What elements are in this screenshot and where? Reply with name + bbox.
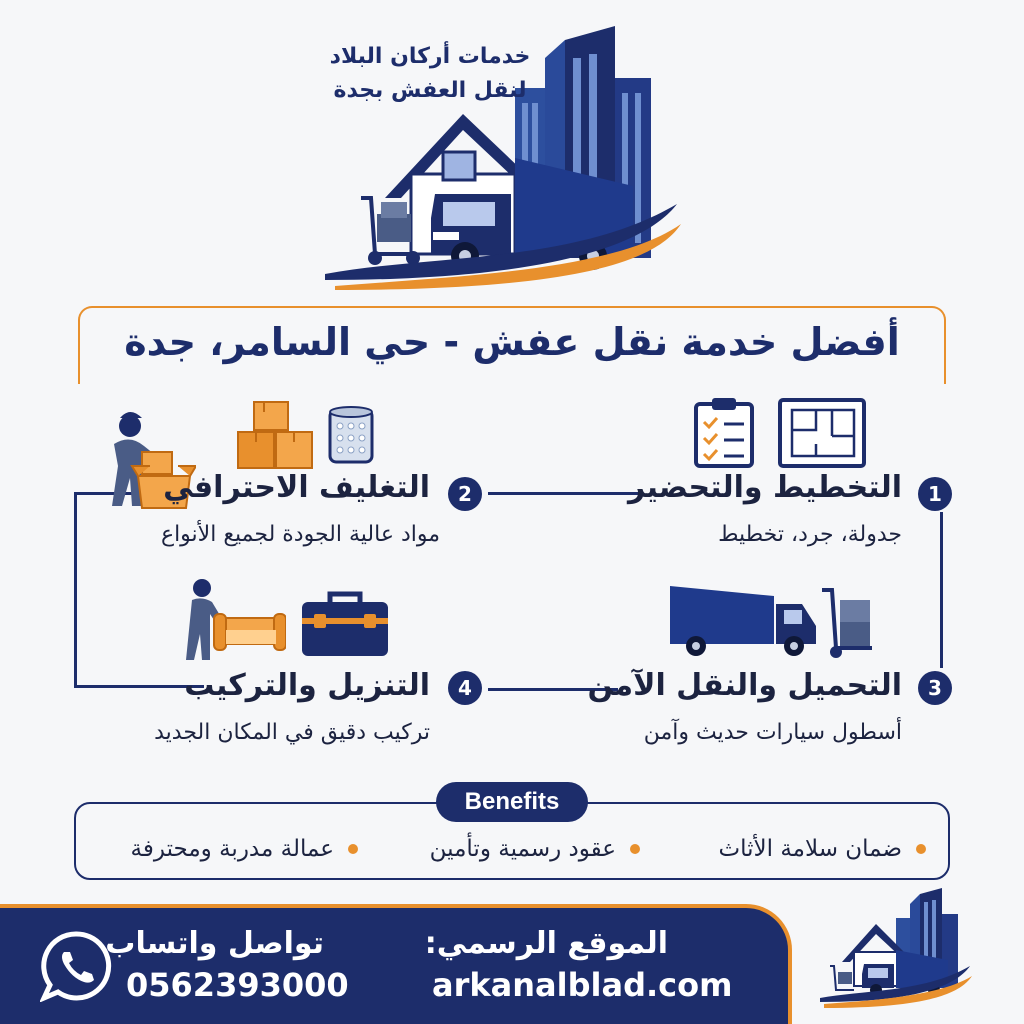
hand-truck-icon	[361, 196, 420, 265]
bullet-dot	[348, 844, 358, 854]
step-2-badge: 2	[448, 477, 482, 511]
hand-truck-icon	[822, 588, 872, 658]
benefit-item-1: ضمان سلامة الأثاث	[718, 836, 926, 862]
benefit-text-1: ضمان سلامة الأثاث	[718, 836, 902, 862]
bullet-dot	[630, 844, 640, 854]
whatsapp-icon[interactable]	[40, 930, 112, 1002]
whatsapp-label: تواصل واتساب	[105, 926, 324, 961]
headline-frame: أفضل خدمة نقل عفش - حي السامر، جدة	[78, 306, 946, 384]
step-2-subtitle: مواد عالية الجودة لجميع الأنواع	[160, 522, 440, 547]
whatsapp-phone[interactable]: 0562393000	[126, 966, 349, 1004]
clipboard-icon	[694, 398, 754, 468]
website-label: الموقع الرسمي:	[424, 926, 668, 961]
boxes-icon	[237, 401, 313, 469]
step-1-title: التخطيط والتحضير	[628, 470, 902, 505]
brand-line-2: لنقل العفش بجدة	[333, 78, 527, 103]
step-4-badge: 4	[448, 671, 482, 705]
connector-step1-step2	[488, 492, 640, 495]
step-4-title: التنزيل والتركيب	[184, 668, 430, 703]
brand-name: خدمات أركان البلاد لنقل العفش بجدة	[315, 40, 545, 108]
worker-packing-icon	[112, 412, 196, 509]
brand-logo-small	[820, 888, 972, 1008]
truck-icon	[670, 586, 872, 658]
step-2-title: التغليف الاحترافي	[163, 470, 430, 505]
benefit-text-2: عقود رسمية وتأمين	[429, 836, 616, 862]
bullet-dot	[916, 844, 926, 854]
blueprint-icon	[778, 398, 866, 468]
step-4-subtitle: تركيب دقيق في المكان الجديد	[154, 720, 430, 745]
footer-bar	[0, 904, 792, 1024]
benefits-label: Benefits	[436, 782, 588, 822]
worker-sofa-icon	[186, 579, 286, 660]
logo-illustration	[325, 26, 681, 290]
step-3-subtitle: أسطول سيارات حديث وآمن	[643, 720, 902, 745]
connector-left-bottom	[74, 685, 204, 688]
brand-line-1: خدمات أركان البلاد	[329, 44, 531, 69]
step-3-badge: 3	[918, 671, 952, 705]
toolbox-icon	[302, 591, 388, 656]
website-link[interactable]: arkanalblad.com	[432, 966, 733, 1004]
hand-truck-icon	[830, 965, 854, 991]
step-1-badge: 1	[918, 477, 952, 511]
connector-step1-step3	[940, 512, 943, 668]
benefit-item-3: عمالة مدربة ومحترفة	[131, 836, 358, 862]
connector-step3-step4	[488, 688, 618, 691]
brand-logo: خدمات أركان البلاد لنقل العفش بجدة	[315, 18, 695, 290]
step-3-title: التحميل والنقل الآمن	[587, 668, 902, 703]
benefit-text-3: عمالة مدربة ومحترفة	[130, 836, 334, 862]
benefit-item-2: عقود رسمية وتأمين	[430, 836, 640, 862]
bubble-wrap-icon	[328, 406, 374, 464]
connector-left-loop	[74, 492, 77, 686]
page-title: أفضل خدمة نقل عفش - حي السامر، جدة	[124, 320, 900, 364]
step-1-subtitle: جدولة، جرد، تخطيط	[718, 522, 902, 547]
